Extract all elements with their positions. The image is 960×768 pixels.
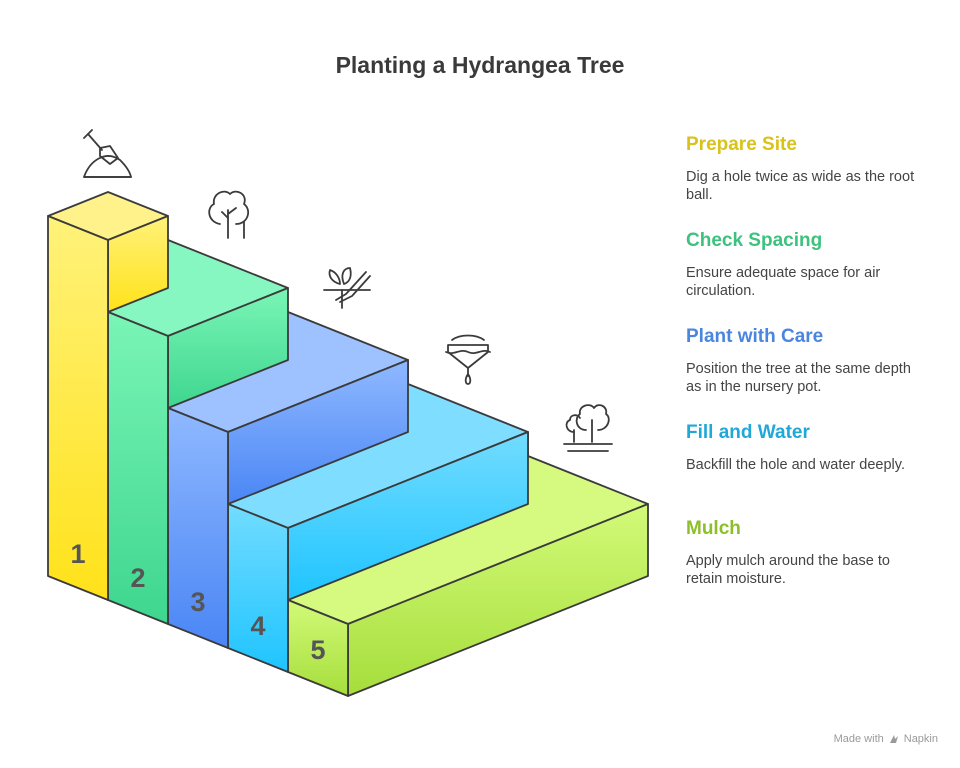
- tree-icon: [208, 190, 250, 239]
- step-4-heading: Fill and Water: [686, 422, 810, 443]
- step-1-number: 1: [70, 539, 85, 569]
- planting-hand-icon: [323, 267, 371, 309]
- step-1-block: [47, 191, 169, 601]
- step-5-number: 5: [310, 635, 325, 665]
- napkin-logo-icon: [889, 735, 898, 743]
- shovel-icon: [83, 129, 132, 178]
- step-4-number: 4: [250, 611, 265, 641]
- made-with-credit: Made with Napkin: [834, 733, 938, 745]
- trees-ground-icon: [563, 404, 613, 452]
- step-3-description: Position the tree at the same depth as i…: [686, 361, 911, 395]
- step-2-description: Ensure adequate space for air circulatio…: [686, 265, 881, 299]
- step-3-number: 3: [190, 587, 205, 617]
- water-drop-icon: [445, 334, 491, 385]
- step-2-heading: Check Spacing: [686, 230, 823, 251]
- step-5-description: Apply mulch around the base to retain mo…: [686, 553, 890, 587]
- made-with-label: Made with: [833, 733, 884, 745]
- page-title: Planting a Hydrangea Tree: [335, 52, 625, 78]
- step-3-heading: Plant with Care: [686, 326, 824, 347]
- step-5-heading: Mulch: [686, 518, 741, 539]
- step-4-description: Backfill the hole and water deeply.: [686, 457, 905, 473]
- napkin-brand: Napkin: [903, 733, 938, 745]
- step-2-number: 2: [130, 563, 145, 593]
- step-1-description: Dig a hole twice as wide as the root bal…: [686, 169, 915, 203]
- step-1-heading: Prepare Site: [686, 134, 797, 155]
